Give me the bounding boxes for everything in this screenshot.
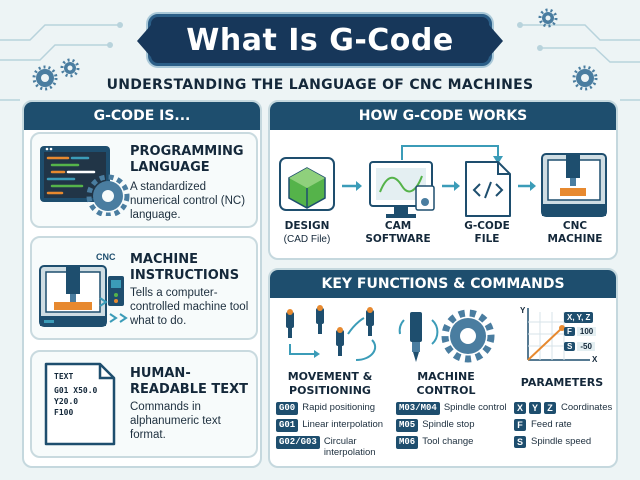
param-s-value: -50 bbox=[577, 342, 595, 351]
param-f-tag: F 100 bbox=[564, 327, 597, 336]
param-f-code: F bbox=[564, 327, 575, 336]
param-row: X Y Z Coordinates bbox=[514, 402, 612, 414]
card-title: MACHINE INSTRUCTIONS bbox=[130, 252, 240, 283]
code-badge: S bbox=[514, 436, 526, 448]
text-document-icon bbox=[44, 362, 116, 446]
param-s-code: S bbox=[564, 342, 576, 351]
code-file-icon bbox=[465, 161, 511, 217]
command-row: M06 Tool change bbox=[396, 436, 473, 449]
page-subtitle: UNDERSTANDING THE LANGUAGE OF CNC MACHIN… bbox=[106, 77, 534, 93]
code-badge: F bbox=[514, 419, 526, 431]
graph-x-label: X bbox=[592, 355, 598, 364]
parameters-title: PARAMETERS bbox=[520, 376, 604, 389]
param-s-tag: S -50 bbox=[564, 342, 595, 351]
column-title: MOVEMENT & bbox=[287, 370, 373, 383]
programming-language-card: PROGRAMMING LANGUAGE A standardized nume… bbox=[30, 132, 258, 228]
workflow-diagram bbox=[279, 145, 607, 218]
code-badge: X bbox=[514, 402, 526, 414]
command-text: Spindle control bbox=[443, 402, 507, 413]
command-text: Spindle stop bbox=[422, 419, 475, 430]
card-description: A standardized numerical control (NC) la… bbox=[130, 181, 246, 221]
column-title: MACHINE bbox=[417, 370, 475, 383]
param-row: S Spindle speed bbox=[514, 436, 591, 448]
param-xyz-text: X, Y, Z bbox=[567, 313, 591, 322]
command-row: G00 Rapid positioning bbox=[276, 402, 375, 415]
command-row: G01 Linear interpolation bbox=[276, 419, 383, 432]
key-functions-panel bbox=[268, 268, 618, 468]
code-badge: G00 bbox=[276, 402, 299, 415]
key-functions-header: KEY FUNCTIONS & COMMANDS bbox=[270, 270, 616, 298]
command-text: Circular interpolation bbox=[323, 436, 376, 458]
step-label: DESIGN bbox=[284, 220, 330, 232]
machine-instructions-card: CNC MACHINE INSTRUCTIONS Tells a compute… bbox=[30, 236, 258, 340]
card-title: PROGRAMMING LANGUAGE bbox=[130, 144, 244, 175]
command-row: M05 Spindle stop bbox=[396, 419, 475, 432]
step-cam-label: CAM SOFTWARE bbox=[358, 220, 438, 246]
param-xyz-tag: X, Y, Z bbox=[564, 312, 594, 323]
gcode-is-header: G-CODE IS... bbox=[24, 102, 260, 130]
code-badge: M03/M04 bbox=[396, 402, 440, 415]
code-badge: Y bbox=[529, 402, 541, 414]
param-text: Spindle speed bbox=[531, 436, 592, 447]
step-label-2: MACHINE bbox=[547, 233, 603, 245]
column-title-2: POSITIONING bbox=[289, 384, 371, 397]
doc-line: Y20.0 bbox=[54, 397, 79, 406]
doc-line: G01 X50.0 bbox=[54, 386, 98, 395]
step-design-label: DESIGN (CAD File) bbox=[267, 220, 347, 246]
doc-line: F100 bbox=[54, 408, 74, 417]
step-cnc-label: CNC MACHINE bbox=[535, 220, 615, 246]
toolpath-icon bbox=[286, 305, 377, 361]
column-title-2: CONTROL bbox=[416, 384, 476, 397]
step-label-2: SOFTWARE bbox=[365, 233, 431, 245]
step-label-2: FILE bbox=[474, 233, 500, 245]
param-text: Coordinates bbox=[561, 402, 613, 413]
code-badge: Z bbox=[544, 402, 556, 414]
step-gcode-label: G-CODE FILE bbox=[447, 220, 527, 246]
page-title: What Is G-Code bbox=[186, 22, 454, 58]
human-readable-card: TEXT G01 X50.0 Y20.0 F100 HUMAN-READABLE… bbox=[30, 350, 258, 458]
cnc-machine-icon bbox=[39, 265, 128, 327]
title-banner: What Is G-Code bbox=[137, 14, 503, 66]
step-sublabel: (CAD File) bbox=[283, 234, 331, 245]
spindle-gear-icon bbox=[398, 309, 495, 363]
step-label: CAM bbox=[384, 220, 412, 232]
code-badge: G02/G03 bbox=[276, 436, 320, 449]
how-gcode-works-header: HOW G-CODE WORKS bbox=[270, 102, 616, 130]
gear-icon bbox=[36, 12, 594, 87]
step-label: G-CODE bbox=[464, 220, 510, 232]
command-row: M03/M04 Spindle control bbox=[396, 402, 507, 415]
param-f-value: 100 bbox=[576, 327, 597, 336]
param-row: F Feed rate bbox=[514, 419, 572, 431]
doc-line: TEXT bbox=[54, 372, 74, 381]
card-title: HUMAN-READABLE TEXT bbox=[130, 366, 249, 397]
code-badge: G01 bbox=[276, 419, 299, 432]
cnc-label: CNC bbox=[96, 252, 116, 262]
command-text: Linear interpolation bbox=[302, 419, 384, 430]
command-text: Tool change bbox=[422, 436, 474, 447]
card-description: Tells a computer-controlled machine tool… bbox=[130, 287, 249, 327]
machine-control-title: MACHINE CONTROL bbox=[398, 370, 494, 398]
cam-monitor-icon bbox=[369, 161, 435, 218]
step-label: CNC bbox=[562, 220, 588, 232]
cnc-mill-icon bbox=[541, 153, 607, 217]
cad-cube-icon bbox=[279, 157, 335, 211]
code-badge: M05 bbox=[396, 419, 419, 432]
param-text: Feed rate bbox=[531, 419, 572, 430]
movement-title: MOVEMENT & POSITIONING bbox=[280, 370, 380, 398]
graph-y-label: Y bbox=[520, 306, 526, 315]
code-badge: M06 bbox=[396, 436, 419, 449]
card-description: Commands in alphanumeric text format. bbox=[130, 401, 221, 441]
code-screen-gear-icon bbox=[40, 146, 130, 216]
command-row: G02/G03 Circular interpolation bbox=[276, 436, 390, 458]
command-text: Rapid positioning bbox=[302, 402, 376, 413]
